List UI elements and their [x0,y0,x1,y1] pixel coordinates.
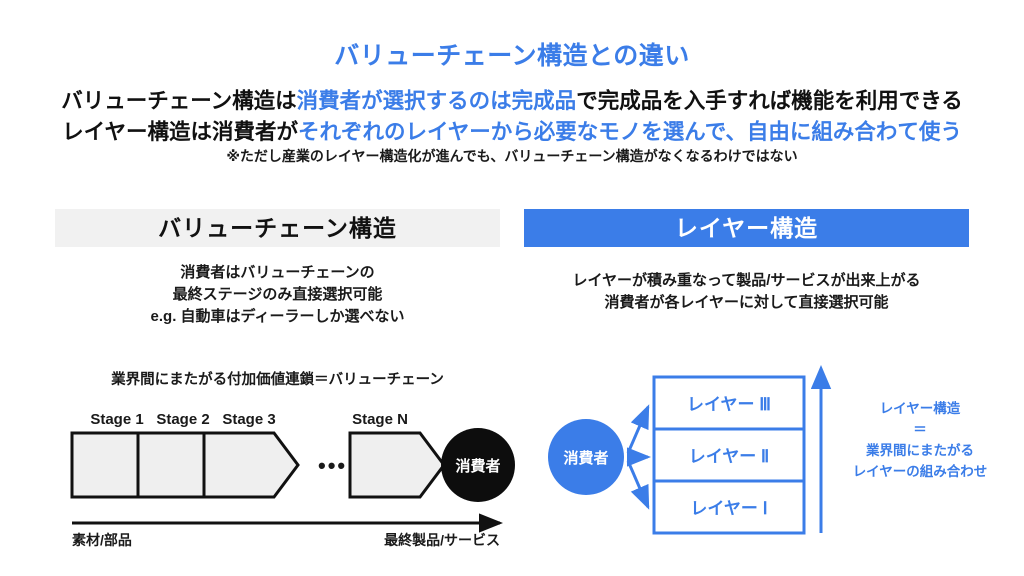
left-desc-line-1: 消費者はバリューチェーンの [180,264,375,281]
layer-box-3 [652,375,806,431]
right-panel-header: レイヤー構造 [524,209,969,247]
page-title: バリューチェーン構造との違い [334,42,690,70]
arrow-to-layer-1 [626,460,650,510]
layer-structure-diagram: 消費者 レイヤー Ⅲ レイヤー Ⅱ レイヤー Ⅰ [548,365,832,535]
subtitle-line-1: バリューチェーン構造は消費者が選択するのは完成品で完成品を入手すれば機能を利用で… [0,84,1024,115]
subtitle-line-1-accent: 消費者が選択するのは完成品 [296,89,577,113]
right-desc-line-2: 消費者が各レイヤーに対して直接選択可能 [604,294,889,311]
layer-label-2: レイヤー Ⅱ [689,447,770,466]
stage-label-n: Stage N [352,411,408,428]
left-panel-header: バリューチェーン構造 [55,209,500,247]
right-desc-line-1: レイヤーが積み重なって製品/サービスが出来上がる [572,272,921,289]
axis-label-right: 最終製品/サービス [384,532,500,548]
consumer-label-valuechain: 消費者 [455,457,500,475]
arrow-to-layer-3 [626,404,650,454]
layer-caption-line-3: 業界間にまたがる [866,443,974,458]
consumer-label-layer: 消費者 [563,449,608,467]
layer-label-1: レイヤー Ⅰ [690,499,767,518]
layer-caption-line-2: ＝ [913,422,927,437]
chevron-stage-3 [202,431,300,499]
stage-label-1: Stage 1 [90,411,143,428]
value-chain-caption: 業界間にまたがる付加価値連鎖＝バリューチェーン [111,372,444,388]
stage-label-2: Stage 2 [156,411,209,428]
stage-label-3: Stage 3 [222,411,275,428]
left-desc-line-2: 最終ステージのみ直接選択可能 [172,286,383,303]
subtitle-line-1-part-1: バリューチェーン構造は [61,89,297,113]
consumer-circle-valuechain [441,428,515,502]
chevron-ellipsis: ••• [318,453,347,478]
layer-structure-caption: レイヤー構造 ＝ 業界間にまたがる レイヤーの組み合わせ [830,398,1010,482]
left-panel-description: 消費者はバリューチェーンの 最終ステージのみ直接選択可能 e.g. 自動車はディ… [55,262,500,328]
chevron-stage-n [348,431,446,499]
value-chain-diagram: Stage 1 Stage 2 Stage 3 Stage N ••• 消費者 … [70,411,515,548]
layer-caption-line-1: レイヤー構造 [879,401,961,416]
left-desc-line-3: e.g. 自動車はディーラーしか選べない [150,308,405,325]
subtitle-note: ※ただし産業のレイヤー構造化が進んでも、バリューチェーン構造がなくなるわけではな… [226,148,798,164]
layer-caption-line-4: レイヤーの組み合わせ [852,464,988,479]
subtitle-line-1-part-3: で完成品を入手すれば機能を利用できる [576,89,963,113]
subtitle-line-2-accent: それぞれのレイヤーから必要なモノを選んで、自由に組み合わて使う [297,120,962,144]
subtitle-line-2: レイヤー構造は消費者がそれぞれのレイヤーから必要なモノを選んで、自由に組み合わて… [0,115,1024,146]
axis-label-left: 素材/部品 [72,532,132,548]
consumer-circle-layer [548,419,624,495]
layer-box-2 [652,427,806,483]
layer-box-1 [652,479,806,535]
layer-label-3: レイヤー Ⅲ [687,395,771,414]
right-panel-description: レイヤーが積み重なって製品/サービスが出来上がる 消費者が各レイヤーに対して直接… [524,270,969,314]
subtitle-line-2-part-1: レイヤー構造は消費者が [62,120,298,144]
